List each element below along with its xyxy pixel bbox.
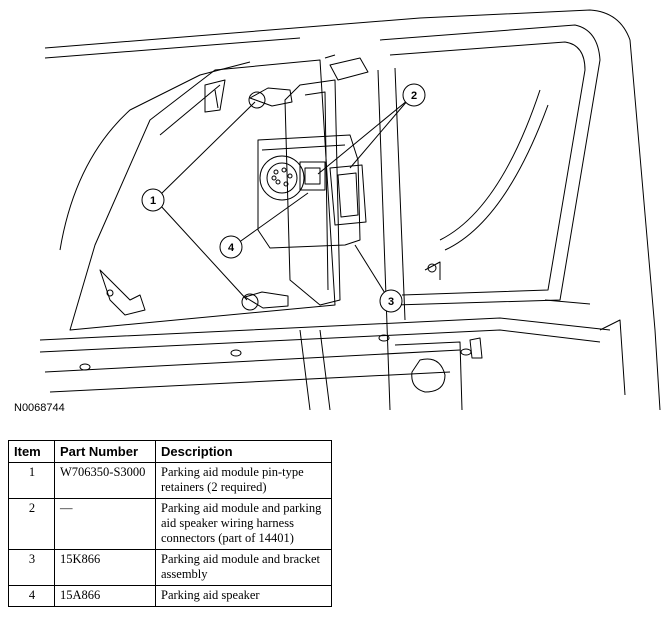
callout-2: 2 [411, 90, 417, 102]
row-description: Parking aid module pin-type retainers (2… [155, 462, 332, 499]
callout-1: 1 [150, 195, 156, 207]
bumper-outline [44, 9, 661, 411]
row-description: Parking aid module and bracket assembly [155, 549, 332, 586]
row-part-number: — [54, 498, 156, 550]
pin-retainer-lower [244, 291, 289, 309]
module-bracket [284, 79, 341, 306]
header-item: Item [8, 440, 55, 463]
callout-4: 4 [228, 242, 235, 254]
speaker-connector [259, 155, 305, 201]
row-description: Parking aid speaker [155, 585, 332, 607]
row-item: 2 [8, 498, 55, 550]
figure-code: N0068744 [14, 402, 65, 414]
table-row: 4 15A866 Parking aid speaker [8, 585, 332, 607]
table-row: 3 15K866 Parking aid module and bracket … [8, 549, 332, 586]
header-description: Description [155, 440, 332, 463]
callout-3: 3 [388, 296, 394, 308]
row-part-number: 15A866 [54, 585, 156, 607]
parking-aid-module [257, 134, 361, 249]
pin-retainer-upper [249, 87, 293, 107]
table-row: 2 — Parking aid module and parking aid s… [8, 498, 332, 550]
row-part-number: 15K866 [54, 549, 156, 586]
header-part-number: Part Number [54, 440, 156, 463]
table-row: 1 W706350-S3000 Parking aid module pin-t… [8, 462, 332, 499]
parking-aid-diagram: 1 2 4 3 [39, 9, 661, 411]
row-item: 3 [8, 549, 55, 586]
panel-opening [69, 59, 336, 331]
row-item: 1 [8, 462, 55, 499]
row-description: Parking aid module and parking aid speak… [155, 498, 332, 550]
row-part-number: W706350-S3000 [54, 462, 156, 499]
row-item: 4 [8, 585, 55, 607]
table-header-row: Item Part Number Description [8, 440, 332, 463]
parts-table: Item Part Number Description 1 W706350-S… [8, 440, 332, 607]
